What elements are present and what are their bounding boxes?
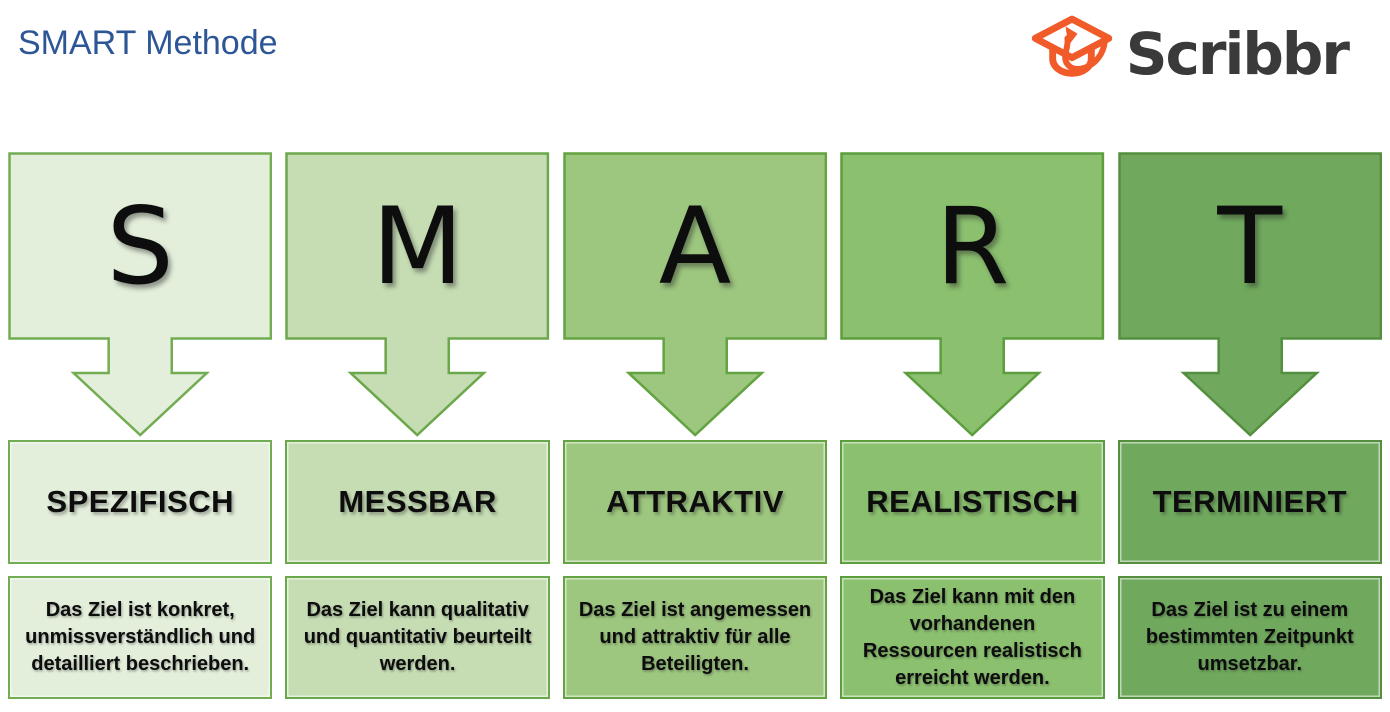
description-box: Das Ziel kann qualitativ und quantitativ…	[285, 576, 550, 699]
smart-diagram: S SPEZIFISCH Das Ziel ist konkret, unmis…	[8, 152, 1382, 699]
description-text: Das Ziel ist konkret, unmissverständlich…	[25, 599, 256, 675]
description-text: Das Ziel kann qualitativ und quantitativ…	[303, 599, 532, 675]
letter-box: T	[1117, 152, 1382, 438]
letter-box: S	[8, 152, 273, 438]
brand-name: Scribbr	[1125, 20, 1350, 88]
letter-box: A	[563, 152, 827, 438]
label-text: MESSBAR	[338, 484, 497, 519]
box-arrow-shape	[1117, 152, 1382, 437]
label-box: TERMINIERT	[1117, 440, 1382, 564]
description-text: Das Ziel ist zu einem bestimmten Zeitpun…	[1145, 599, 1354, 675]
smart-column-s: S SPEZIFISCH Das Ziel ist konkret, unmis…	[8, 152, 273, 699]
box-arrow-shape	[8, 152, 273, 437]
description-box: Das Ziel ist konkret, unmissverständlich…	[8, 576, 273, 699]
label-text: ATTRAKTIV	[606, 484, 784, 519]
header: SMART Methode Scribbr	[0, 0, 1390, 150]
smart-column-r: R REALISTISCH Das Ziel kann mit den vorh…	[840, 152, 1105, 699]
letter-box: R	[840, 152, 1105, 438]
label-box: MESSBAR	[285, 440, 550, 564]
page-title: SMART Methode	[18, 24, 278, 62]
smart-column-t: T TERMINIERT Das Ziel ist zu einem besti…	[1117, 152, 1382, 699]
box-arrow-shape	[285, 152, 550, 437]
smart-column-a: A ATTRAKTIV Das Ziel ist angemessen und …	[562, 152, 828, 699]
label-box: SPEZIFISCH	[8, 440, 273, 564]
description-text: Das Ziel kann mit den vorhandenen Ressou…	[862, 585, 1082, 689]
label-text: REALISTISCH	[866, 484, 1079, 519]
label-box: REALISTISCH	[840, 440, 1105, 564]
description-box: Das Ziel kann mit den vorhandenen Ressou…	[840, 576, 1105, 699]
label-text: TERMINIERT	[1152, 484, 1347, 519]
description-text: Das Ziel ist angemessen und attraktiv fü…	[578, 599, 812, 675]
label-text: SPEZIFISCH	[46, 484, 234, 519]
label-box: ATTRAKTIV	[562, 440, 828, 564]
description-box: Das Ziel ist angemessen und attraktiv fü…	[562, 576, 828, 699]
smart-column-m: M MESSBAR Das Ziel kann qualitativ und q…	[285, 152, 550, 699]
letter-box: M	[285, 152, 550, 438]
graduation-cap-icon	[1031, 15, 1112, 77]
box-arrow-shape	[563, 152, 827, 437]
box-arrow-shape	[840, 152, 1105, 437]
scribbr-logo: Scribbr	[1026, 8, 1350, 100]
description-box: Das Ziel ist zu einem bestimmten Zeitpun…	[1117, 576, 1382, 699]
